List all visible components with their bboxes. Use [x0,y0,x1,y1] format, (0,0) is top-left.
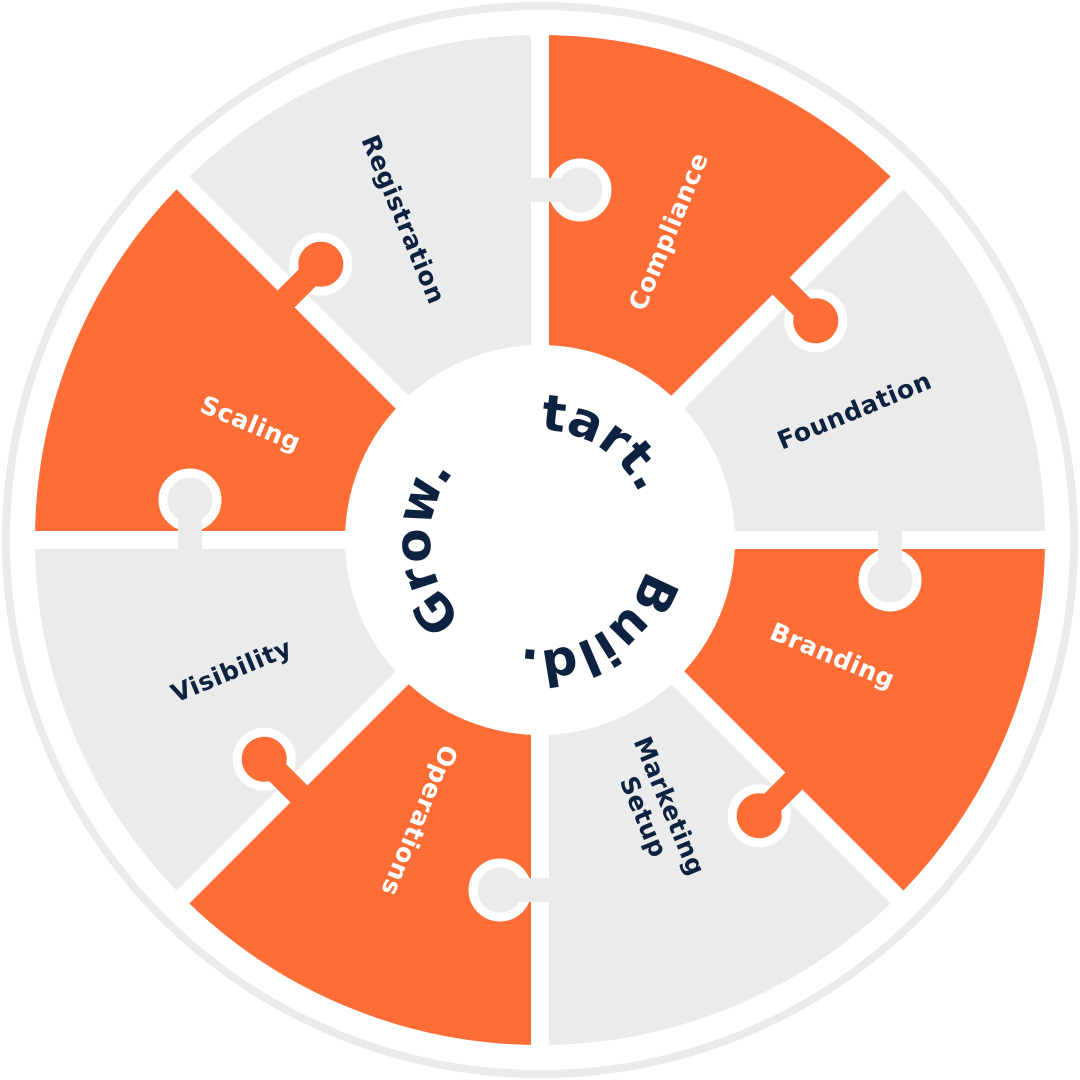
puzzle-piece-visibility [17,531,418,913]
puzzle-piece-scaling [17,167,418,549]
puzzle-piece-compliance [531,17,913,418]
puzzle-knob-neck [750,770,805,825]
puzzle-knob-neck [770,275,825,330]
puzzle-knobs [158,158,922,922]
puzzle-piece-foundation [662,167,1063,549]
puzzle-knob-neck [255,750,310,805]
center-word-grow: Grow. [383,445,471,646]
puzzle-knob-neck [275,255,330,310]
puzzle-pieces [17,17,1063,1063]
puzzle-piece-branding [662,531,1063,913]
puzzle-piece-registration [167,17,549,418]
puzzle-piece-operations [167,662,549,1063]
puzzle-piece-marketing-setup [531,662,913,1063]
